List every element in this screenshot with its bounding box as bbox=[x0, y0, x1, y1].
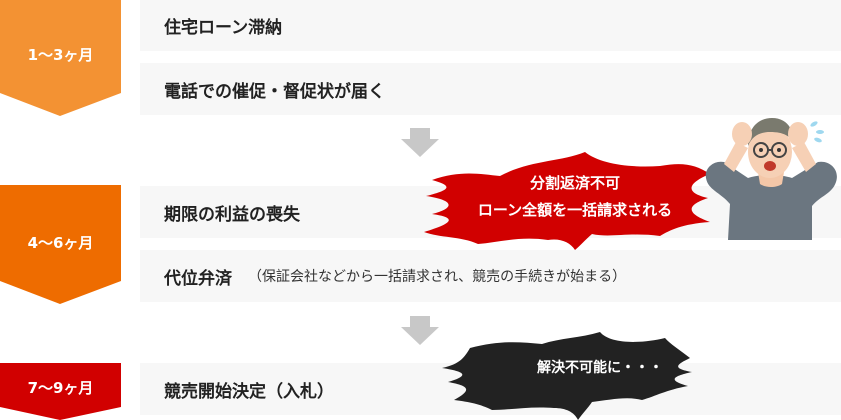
red-callout-text: 分割返済不可 ローン全額を一括請求される bbox=[460, 170, 690, 224]
red-callout-line2: ローン全額を一括請求される bbox=[477, 201, 673, 219]
chevron-down-shape bbox=[0, 363, 121, 420]
down-arrow-icon bbox=[401, 128, 439, 157]
down-arrow-icon bbox=[401, 316, 439, 345]
step-title: 住宅ローン滞納 bbox=[164, 18, 283, 38]
step-title: 代位弁済 bbox=[164, 268, 232, 289]
step-mortgage-delinquency: 住宅ローン滞納 bbox=[140, 0, 841, 51]
phase-label: 1〜3ヶ月 bbox=[27, 45, 94, 64]
step-payment-demand: 電話での催促・督促状が届く bbox=[140, 63, 841, 115]
step-note: （保証会社などから一括請求され、競売の手続きが始まる） bbox=[248, 269, 627, 285]
red-callout-line1: 分割返済不可 bbox=[529, 174, 620, 192]
phase-badge-1-3-months: 1〜3ヶ月 bbox=[0, 0, 121, 116]
distressed-man-illustration bbox=[705, 118, 837, 240]
phase-badge-7-9-months: 7〜9ヶ月 bbox=[0, 363, 121, 420]
black-burst-callout bbox=[442, 332, 692, 420]
step-title: 期限の利益の喪失 bbox=[164, 204, 300, 225]
phase-badge-4-6-months: 4〜6ヶ月 bbox=[0, 185, 121, 304]
phase-label: 4〜6ヶ月 bbox=[27, 234, 94, 252]
chevron-down-shape bbox=[0, 0, 121, 116]
step-title: 電話での催促・督促状が届く bbox=[164, 81, 385, 102]
black-callout-text: 解決不可能に・・・ bbox=[537, 360, 663, 376]
chevron-down-shape bbox=[0, 185, 121, 304]
phase-label: 7〜9ヶ月 bbox=[27, 379, 94, 397]
step-title: 競売開始決定（入札） bbox=[164, 381, 334, 402]
red-burst-callout bbox=[424, 152, 710, 250]
step-subrogation: 代位弁済 （保証会社などから一括請求され、競売の手続きが始まる） bbox=[140, 250, 841, 302]
